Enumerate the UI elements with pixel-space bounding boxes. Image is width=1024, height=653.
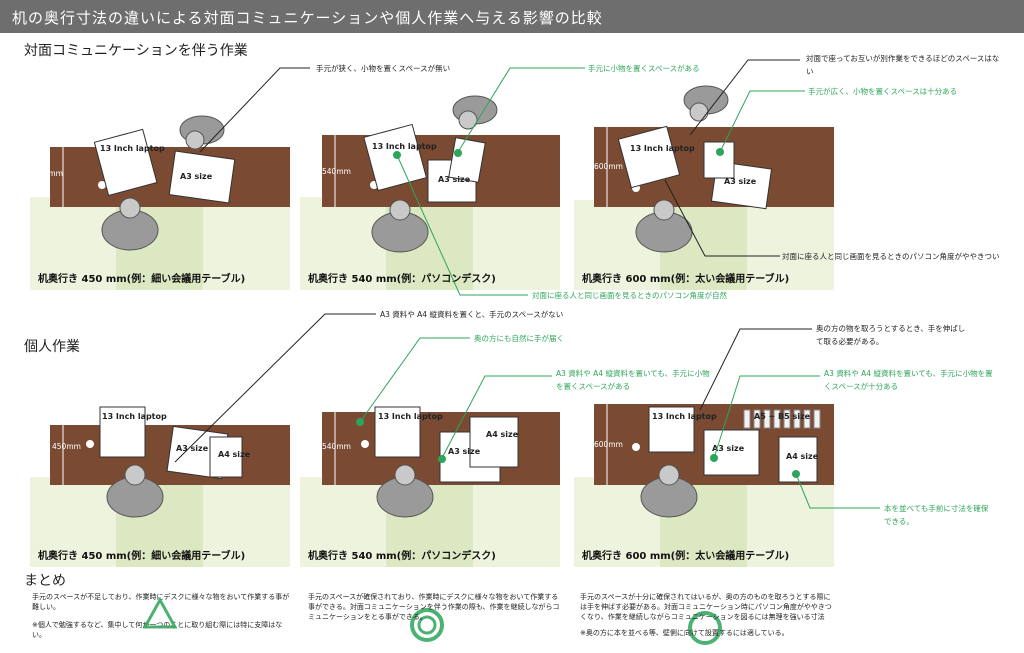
a4-label: A4 size: [486, 430, 519, 439]
depth-label-540: 机奥行き 540 mm(例：パソコンデスク): [308, 551, 496, 562]
dim-label: 600mm: [594, 440, 623, 449]
panel-comm-450: 450mm 13 Inch laptop A3 size 机奥行き 450 mm…: [30, 60, 290, 290]
laptop-label: 13 Inch laptop: [100, 144, 165, 153]
panel-solo-540-drawing: [300, 406, 560, 567]
depth-label-600: 机奥行き 600 mm(例：太い会議用テーブル): [582, 274, 790, 285]
annotation-s2: 奥の方にも自然に手が届く: [474, 334, 564, 343]
dim-label: 540mm: [322, 167, 351, 176]
title-bar: 机の奥行寸法の違いによる対面コミュニケーションや個人作業へ与える影響の比較: [0, 0, 1024, 33]
annotation-c1: 手元が狭く、小物を置くスペースが無い: [316, 64, 451, 73]
panel-solo-450-drawing: [30, 406, 290, 567]
depth-label-450: 机奥行き 450 mm(例：細い会議用テーブル): [38, 274, 246, 285]
section-title-solo: 個人作業: [24, 339, 80, 355]
a3-label: A3 size: [180, 172, 213, 181]
annotation-c6: 対面に座る人と同じ画面を見るときのパソコン角度が自然: [532, 291, 727, 300]
panel-solo-450: 450mm 13 Inch laptop A3 size A4 size 机奥行…: [30, 352, 290, 567]
panel-solo-540: 540mm 13 Inch laptop A3 size A4 size 机奥行…: [300, 352, 560, 567]
summary-450: 手元のスペースが不足しており、作業時にデスクに様々な物をおいて作業する事が難しい…: [32, 592, 290, 640]
page-title: 机の奥行寸法の違いによる対面コミュニケーションや個人作業へ与える影響の比較: [12, 9, 603, 27]
a4-label: A4 size: [786, 452, 819, 461]
annotation-s3: A3 資料や A4 縦資料を置いても、手元に小物を置くスペースがある: [556, 369, 710, 391]
dim-label: 450mm: [34, 169, 63, 178]
a3-label: A3 size: [712, 444, 745, 453]
summary-600-text: 手元のスペースが十分に確保されてはいるが、奥の方のものを取ろうとする際には手を伸…: [580, 593, 832, 621]
dim-label: 600mm: [594, 162, 623, 171]
laptop-label: 13 Inch laptop: [372, 142, 437, 151]
panel-comm-450-drawing: [30, 115, 290, 290]
summary-540: 手元のスペースが確保されており、作業時にデスクに様々な物をおいて作業する事ができ…: [308, 592, 563, 622]
summary-450-note: ※個人で勉強するなど、集中して何か一つのことに取り組む際には特に支障はない。: [32, 621, 283, 639]
a3-label: A3 size: [448, 447, 481, 456]
summary-450-text: 手元のスペースが不足しており、作業時にデスクに様々な物をおいて作業する事が難しい…: [32, 593, 290, 611]
laptop-label: 13 Inch laptop: [630, 144, 695, 153]
laptop-label: 13 Inch laptop: [652, 412, 717, 421]
annotation-s6: 本を並べても手前に寸法を確保できる。: [884, 504, 989, 526]
laptop-label: 13 Inch laptop: [378, 412, 443, 421]
a5b5-label: A5 ~ B5 size: [754, 412, 811, 421]
section-title-summary: まとめ: [24, 573, 66, 589]
laptop-label: 13 Inch laptop: [102, 412, 167, 421]
annotation-s1: A3 資料や A4 縦資料を置くと、手元のスペースがない: [380, 310, 564, 319]
section-title-comm: 対面コミュニケーションを伴う作業: [24, 43, 248, 59]
summary-600-note: ※奥の方に本を並べる等、壁側に向けて設置するには適している。: [580, 629, 789, 637]
summary-600: 手元のスペースが十分に確保されてはいるが、奥の方のものを取ろうとする際には手を伸…: [580, 592, 835, 638]
a3-label: A3 size: [176, 444, 209, 453]
depth-label-540: 机奥行き 540 mm(例：パソコンデスク): [308, 274, 496, 285]
annotation-c4: 手元が広く、小物を置くスペースは十分ある: [808, 87, 958, 96]
dim-label: 450mm: [52, 442, 81, 451]
a3-label: A3 size: [438, 175, 471, 184]
annotation-s5: A3 資料や A4 縦資料を置いても、手元に小物を置くスペースが十分ある: [824, 369, 993, 391]
annotation-c5: 対面に座る人と同じ画面を見るときのパソコン角度がややきつい: [782, 252, 1000, 261]
depth-label-450: 机奥行き 450 mm(例：細い会議用テーブル): [38, 551, 246, 562]
annotation-c3: 対面で座ってお互いが別作業をできるほどのスペースはない: [806, 54, 1000, 76]
annotation-c2: 手元に小物を置くスペースがある: [588, 64, 700, 73]
panel-comm-540: 540mm 13 Inch laptop A3 size 机奥行き 540 mm…: [300, 60, 560, 290]
depth-label-600: 机奥行き 600 mm(例：太い会議用テーブル): [582, 551, 790, 562]
dim-label: 540mm: [322, 442, 351, 451]
a4-label: A4 size: [218, 450, 251, 459]
summary-540-text: 手元のスペースが確保されており、作業時にデスクに様々な物をおいて作業する事ができ…: [308, 593, 560, 621]
annotation-s4: 奥の方の物を取ろうとするとき、手を伸ばして取る必要がある。: [816, 324, 966, 346]
a3-label: A3 size: [724, 177, 757, 186]
